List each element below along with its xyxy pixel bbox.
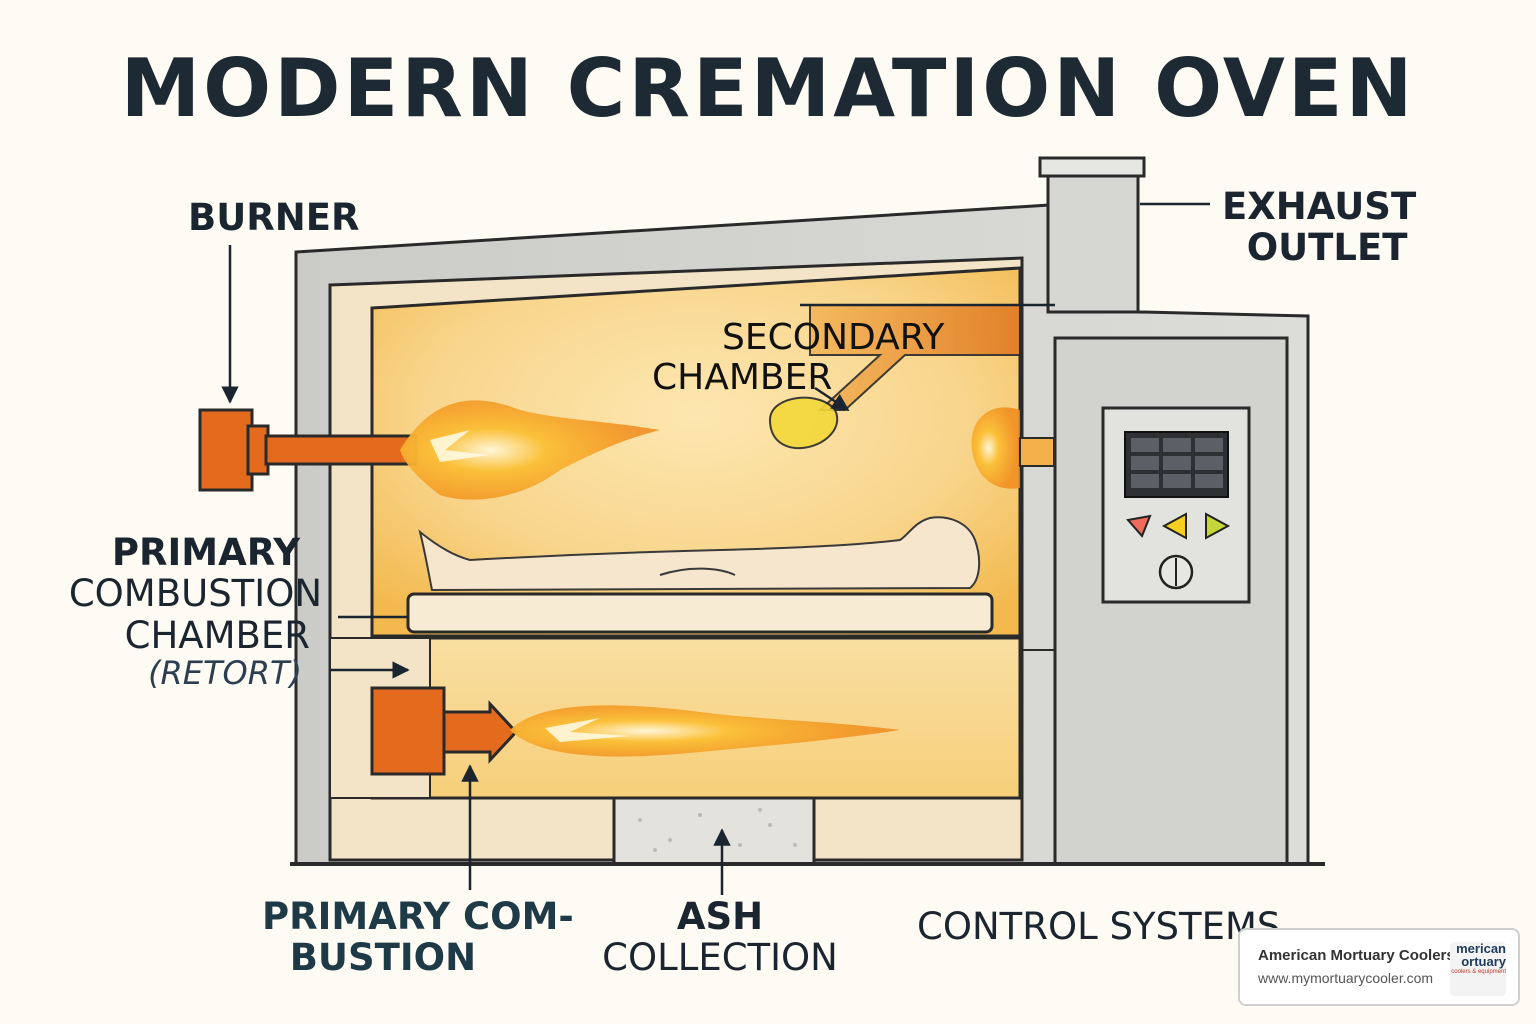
label-secondary-line2: CHAMBER [652, 357, 833, 399]
label-primary-line2: COMBUSTION [68, 572, 322, 616]
label-primary-line4: (RETORT) [148, 654, 302, 693]
right-flame [971, 407, 1020, 489]
label-primary-bottom-line1: PRIMARY COM- [262, 895, 574, 938]
watermark-logo-line2: ortuary [1461, 954, 1506, 969]
label-ash-collection: ASH COLLECTION [598, 896, 842, 979]
upper-flame [400, 400, 660, 500]
lower-burner-nozzle [442, 700, 519, 764]
label-exhaust-line2: OUTLET [1246, 226, 1408, 270]
label-primary-bottom-line2: BUSTION [289, 936, 477, 980]
label-primary-chamber: PRIMARY COMBUSTION CHAMBER (RETORT) [66, 532, 322, 692]
upper-burner-pipe [264, 434, 418, 466]
label-exhaust-outlet: EXHAUST OUTLET [1222, 186, 1416, 269]
label-secondary-chamber: SECONDARY CHAMBER [652, 317, 945, 399]
diagram-title: MODERN CREMATION OVEN [120, 42, 1416, 135]
watermark-badge[interactable]: American Mortuary Coolers www.mymortuary… [1238, 928, 1520, 1006]
label-burner: BURNER [188, 196, 360, 239]
label-control-systems: CONTROL SYSTEMS [917, 905, 1281, 948]
label-primary-combustion: PRIMARY COM- BUSTION [262, 896, 574, 979]
watermark-url: www.mymortuarycooler.com [1258, 970, 1434, 986]
exhaust-stack [1046, 170, 1140, 314]
ash-collection-bin [612, 796, 816, 866]
label-ash-line1: ASH [676, 895, 764, 938]
watermark-logo-line1: merican [1456, 942, 1506, 956]
upper-burner-body [198, 408, 254, 492]
label-primary-line3: CHAMBER [124, 613, 310, 657]
control-button-yellow [1161, 512, 1187, 540]
label-ash-line2: COLLECTION [602, 936, 838, 980]
lower-flame [510, 705, 900, 757]
body-tray [406, 592, 994, 634]
exhaust-cap [1038, 156, 1146, 178]
control-button-red [1126, 514, 1152, 538]
control-button-green [1205, 512, 1231, 540]
body-silhouette [418, 516, 981, 592]
secondary-arrow [814, 386, 850, 412]
watermark-logo-tag: coolers & equipment [1451, 969, 1506, 975]
label-primary-line1: PRIMARY [111, 531, 300, 574]
lower-burner-body [370, 686, 446, 776]
label-secondary-line1: SECONDARY [722, 317, 945, 358]
watermark-name: American Mortuary Coolers [1258, 947, 1455, 964]
label-exhaust-line1: EXHAUST [1222, 185, 1417, 228]
watermark-logo-icon: merican ortuary coolers & equipment [1450, 942, 1506, 996]
